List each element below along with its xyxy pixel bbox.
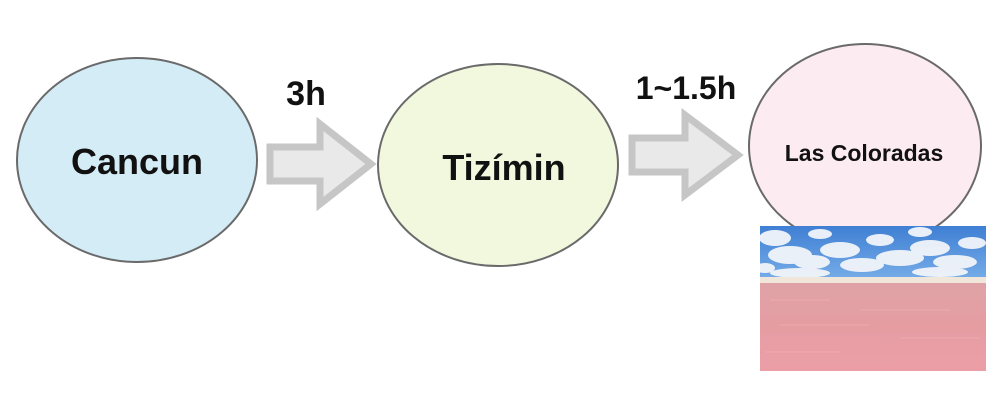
node-las-coloradas-label: Las Coloradas [785,140,944,166]
node-tizimin: Tizímin [377,63,619,267]
arrow-cancun-to-tizimin: 3h [266,75,377,212]
las-coloradas-photo [760,226,986,371]
photo-clouds [760,227,986,278]
node-las-coloradas: Las Coloradas [748,43,982,249]
arrow-tizimin-to-las-coloradas-shape [628,107,744,203]
node-cancun: Cancun [16,57,258,263]
photo-water [760,283,986,371]
node-tizimin-label: Tizímin [442,147,565,188]
node-cancun-ellipse [16,57,258,263]
photo-water-ripples [765,299,980,353]
photo-shoreline [760,277,986,283]
arrow-tizimin-to-las-coloradas: 1~1.5h [628,70,744,203]
node-cancun-label: Cancun [71,141,203,182]
edge-label-1-1-5h: 1~1.5h [636,70,737,106]
node-tizimin-ellipse [377,63,619,267]
edge-label-3h: 3h [286,75,326,113]
arrow-cancun-to-tizimin-shape [266,116,377,212]
